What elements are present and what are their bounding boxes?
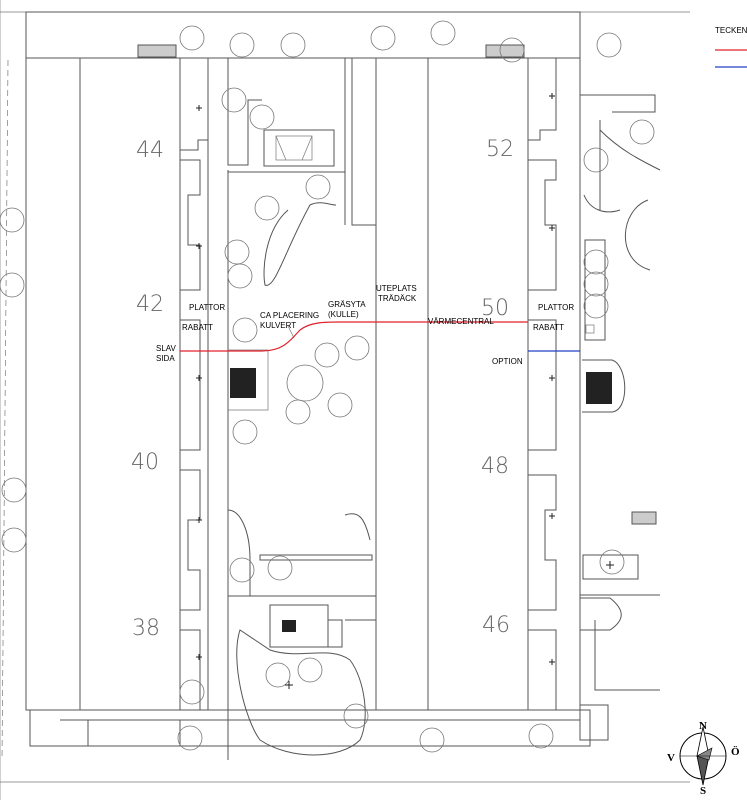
label-kulvert: KULVERT — [260, 321, 296, 330]
legend: TECKEN — [715, 26, 747, 68]
label-slav: SLAV — [156, 344, 177, 353]
label-uteplats: UTEPLATS — [376, 284, 417, 293]
building-left — [25, 57, 209, 711]
cross-markers — [196, 93, 614, 689]
label-plattor-left: PLATTOR — [189, 303, 225, 312]
label-plattor-right: PLATTOR — [538, 303, 574, 312]
fixture-right — [586, 372, 612, 404]
compass-east: Ö — [731, 745, 740, 758]
stair-right — [485, 44, 525, 58]
label-ca-placering: CA PLACERING — [260, 311, 319, 320]
stair-east — [631, 511, 657, 525]
property-boundary-line — [1, 59, 9, 761]
building-number-52: 52 — [486, 137, 514, 162]
label-rabatt-right: RABATT — [533, 323, 564, 332]
label-grasyta: GRÄSYTA — [328, 300, 366, 309]
compass-rose: N S V Ö — [667, 720, 740, 797]
label-varmecentral: VÄRMECENTRAL — [428, 317, 494, 326]
fixture-left — [230, 368, 256, 398]
building-number-48: 48 — [481, 454, 509, 479]
courtyard — [207, 58, 376, 760]
east-features — [29, 94, 661, 747]
fixture-bottom — [282, 620, 296, 632]
building-number-44: 44 — [136, 138, 164, 163]
stair-left — [137, 44, 177, 58]
building-number-50: 50 — [481, 296, 509, 321]
label-tradack: TRÄDÄCK — [378, 294, 417, 303]
building-number-42: 42 — [136, 292, 164, 317]
trees — [0, 20, 655, 753]
kulvert-red-line — [180, 321, 528, 352]
building-number-40: 40 — [131, 450, 159, 475]
building-right — [375, 57, 557, 711]
label-kulle: (KULLE) — [328, 310, 359, 319]
label-sida: SIDA — [156, 354, 175, 363]
kulvert-leader-line — [287, 325, 295, 339]
label-option: OPTION — [492, 357, 523, 366]
legend-title: TECKEN — [715, 26, 747, 35]
building-number-38: 38 — [132, 616, 160, 641]
label-rabatt-left: RABATT — [182, 323, 213, 332]
compass-north: N — [699, 720, 707, 732]
compass-west: V — [667, 752, 675, 764]
building-number-46: 46 — [482, 613, 510, 638]
compass-south: S — [700, 785, 706, 797]
north-frame — [25, 11, 581, 59]
